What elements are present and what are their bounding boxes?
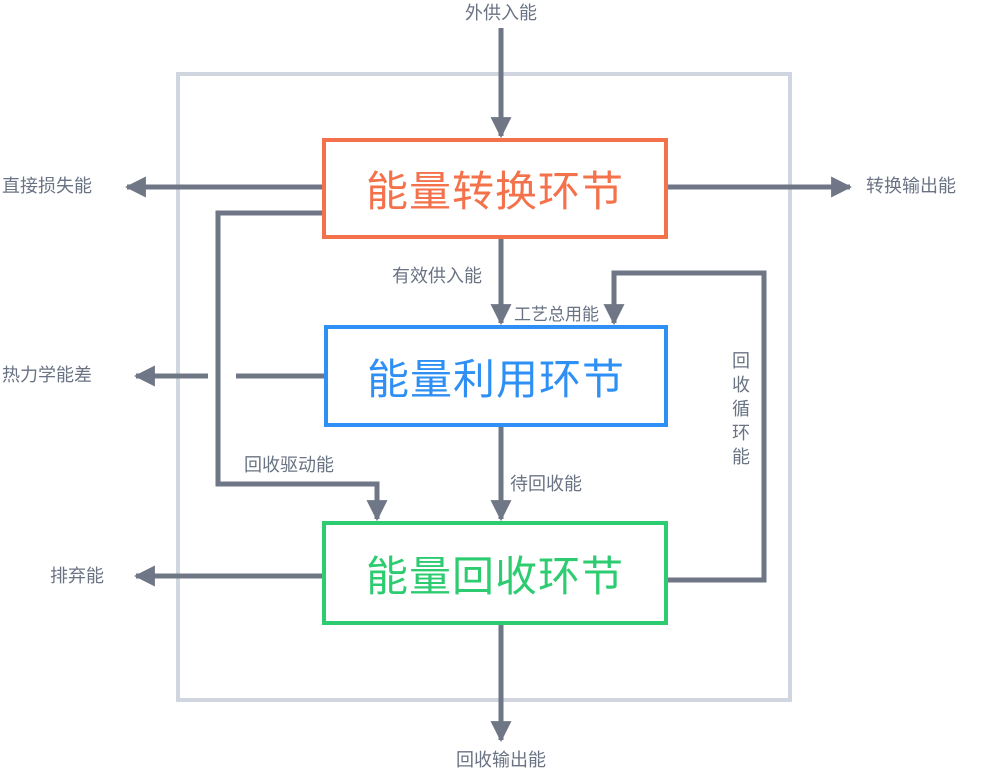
- label-thermo-difference: 热力学能差: [2, 365, 92, 386]
- conversion-stage-box: 能量转换环节: [322, 138, 668, 239]
- system-boundary-frame: [176, 72, 792, 702]
- arrow-recycle-loop: [603, 270, 767, 583]
- label-recycle-loop: 回收循环能: [732, 351, 750, 468]
- arrow-recovery-drive: [215, 210, 388, 522]
- recovery-stage-box: 能量回收环节: [322, 521, 668, 625]
- utilization-stage-title: 能量利用环节: [366, 354, 625, 404]
- label-recovery-drive: 回收驱动能: [244, 455, 334, 476]
- label-direct-loss: 直接损失能: [2, 176, 92, 197]
- label-recovery-output: 回收输出能: [456, 750, 546, 771]
- recovery-stage-title: 能量回收环节: [365, 551, 624, 601]
- label-pending-recovery: 待回收能: [510, 474, 582, 495]
- label-effective-input: 有效供入能: [392, 266, 482, 287]
- label-process-total: 工艺总用能: [512, 305, 601, 325]
- conversion-stage-title: 能量转换环节: [365, 167, 624, 216]
- label-external-input: 外供入能: [465, 3, 537, 24]
- label-conversion-output: 转换输出能: [866, 176, 956, 197]
- utilization-stage-box: 能量利用环节: [324, 325, 668, 427]
- label-discarded: 排弃能: [50, 566, 104, 587]
